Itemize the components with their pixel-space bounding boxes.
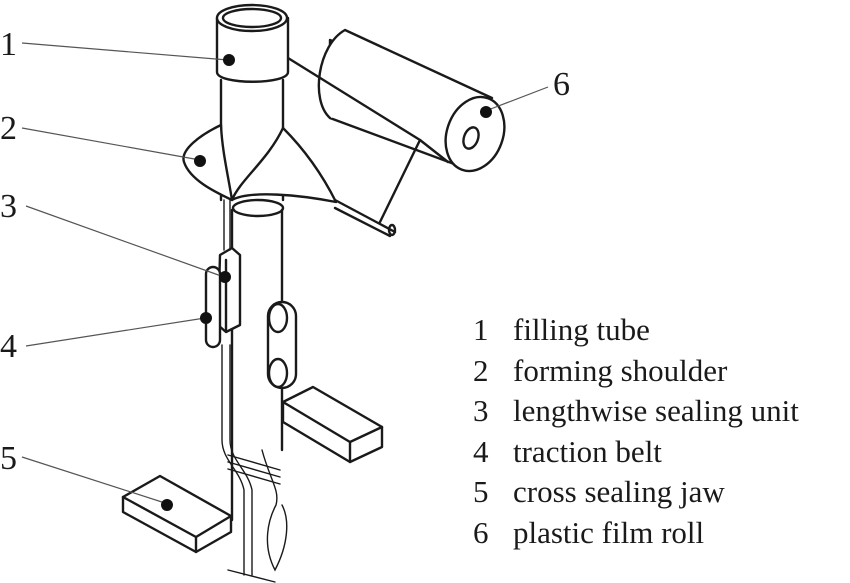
legend-label: plastic film roll [513, 514, 705, 550]
marker-dot-3 [219, 271, 231, 283]
legend-label: traction belt [513, 433, 662, 469]
legend-label: cross sealing jaw [513, 474, 725, 510]
marker-dot-4 [200, 312, 212, 324]
callout-1: 1 [0, 26, 17, 63]
callout-2: 2 [0, 110, 17, 147]
legend-number: 3 [473, 393, 489, 429]
legend-number: 1 [473, 312, 489, 347]
leader-line-1 [21, 42, 229, 61]
legend-label: forming shoulder [513, 352, 728, 388]
leader-line-4 [25, 317, 206, 347]
marker-dot-5 [161, 499, 173, 511]
legend-item: 5 cross sealing jaw [473, 472, 799, 513]
traction-belt-left [204, 265, 222, 349]
cross-sealing-jaw-right [281, 385, 384, 464]
marker-dot-6 [480, 106, 492, 118]
leader-line-3 [25, 205, 225, 278]
legend-number: 2 [473, 352, 489, 388]
callout-5: 5 [0, 440, 17, 477]
marker-dot-1 [223, 54, 235, 66]
legend-number: 5 [473, 474, 489, 510]
legend: 1 filling tube 2 forming shoulder 3 lengthw… [473, 310, 799, 554]
legend-label: filling tube [513, 312, 650, 347]
leader-line-5 [21, 456, 166, 504]
plastic-film-roll [317, 28, 506, 173]
legend-number: 6 [473, 514, 489, 550]
legend-item: 2 forming shoulder [473, 351, 799, 392]
legend-item: 6 plastic film roll [473, 513, 799, 554]
lengthwise-sealing-unit [216, 199, 242, 334]
traction-belt-right [266, 300, 298, 390]
forming-shoulder [182, 123, 338, 204]
callout-6: 6 [553, 66, 570, 103]
seal-strip [221, 344, 288, 583]
leader-line-6 [487, 86, 549, 111]
cross-sealing-jaw-left [121, 474, 233, 554]
film-web [286, 56, 422, 238]
leader-line-2 [21, 127, 201, 161]
legend-item: 1 filling tube [473, 310, 799, 351]
callout-3: 3 [0, 188, 17, 225]
legend-label: lengthwise sealing unit [513, 393, 799, 429]
marker-dot-2 [194, 155, 206, 167]
legend-item: 3 lengthwise sealing unit [473, 391, 799, 432]
callout-4: 4 [0, 328, 17, 365]
legend-number: 4 [473, 433, 489, 469]
legend-item: 4 traction belt [473, 432, 799, 473]
